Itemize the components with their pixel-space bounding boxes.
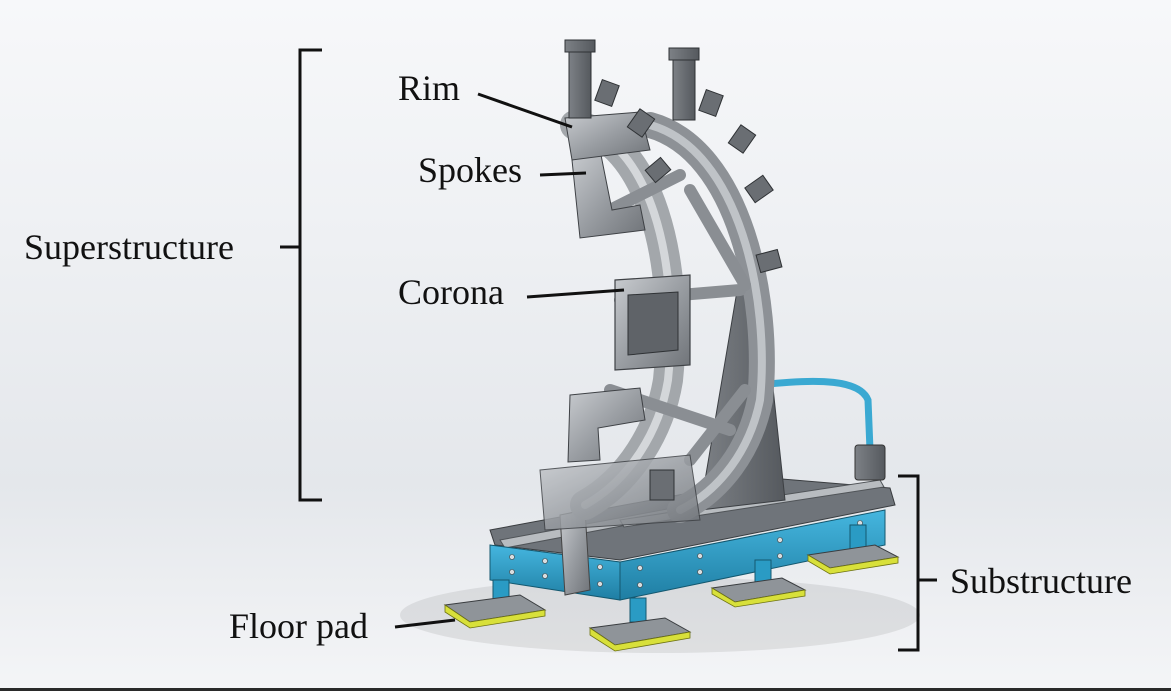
floor-pad-leader — [394, 618, 456, 629]
superstructure-label: Superstructure — [24, 227, 234, 267]
top-clamps — [564, 39, 700, 121]
superstructure-bracket — [280, 48, 322, 502]
bottom-rule — [0, 688, 1171, 691]
superstructure-assembly — [539, 39, 786, 531]
rim-leader — [477, 92, 573, 129]
superstructure-base-bracket — [539, 454, 701, 531]
substructure-label: Substructure — [950, 561, 1132, 601]
corona-leader — [526, 288, 625, 299]
corona-window — [627, 291, 679, 356]
connector-box — [854, 444, 886, 481]
base-clamp — [649, 469, 675, 501]
spokes-leader — [539, 171, 587, 177]
lower-spoke-block — [567, 387, 646, 463]
floor-pad-back-center — [710, 559, 807, 608]
rim-label: Rim — [398, 68, 461, 108]
blue-frame-side — [619, 509, 886, 601]
leader-lines — [394, 92, 625, 629]
spokes-label: Spokes — [418, 150, 523, 190]
corona-label: Corona — [398, 272, 504, 312]
cable-hose — [756, 377, 874, 454]
substructure-bracket — [898, 474, 937, 652]
floor-pad-front-center — [588, 597, 692, 652]
rim-ring-back-highlight — [646, 121, 766, 514]
frame-bolts — [509, 520, 863, 588]
rim-clamp-fingers — [594, 78, 783, 274]
floor-pad-back-right — [806, 524, 900, 575]
floor-pad-label: Floor pad — [229, 606, 368, 646]
floor-pad-front-left — [443, 579, 547, 629]
